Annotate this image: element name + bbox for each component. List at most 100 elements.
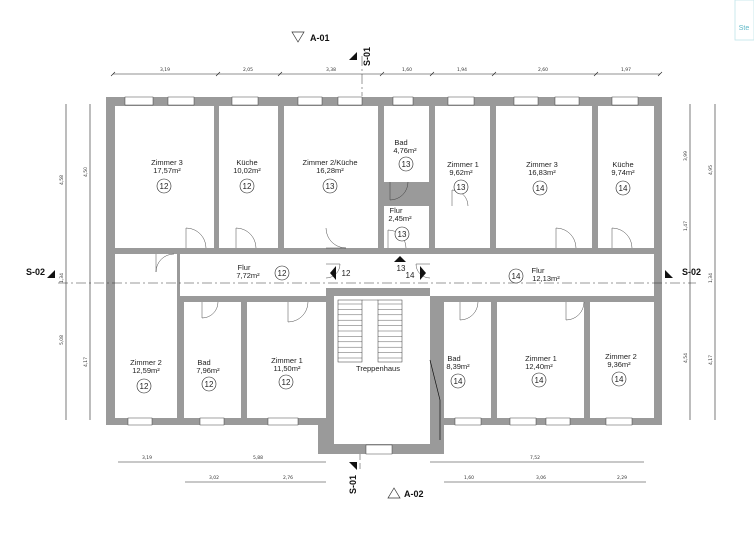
room-area: 17,57m² [153, 166, 181, 175]
dimension-bottom-outer: 3,19 [142, 455, 152, 461]
dimension-right-inner: 4,54 [683, 353, 689, 363]
unit-number: 14 [615, 375, 624, 384]
unit-circle-icon [398, 156, 414, 172]
dimension-left-outer: 1,34 [59, 273, 65, 283]
unit-number: 12 [282, 378, 291, 387]
room-area: 7,72m² [236, 271, 260, 280]
unit-circle-icon [274, 265, 290, 281]
dimension-top: 1,94 [457, 67, 467, 73]
unit-number: 13 [398, 230, 407, 239]
unit-circle-icon [239, 178, 255, 194]
dimension-top: 2,60 [538, 67, 548, 73]
dimension-left-outer: 5,08 [59, 335, 65, 345]
stair [337, 299, 441, 440]
unit-circle-icon [136, 378, 152, 394]
room-name: Zimmer 1 [447, 160, 479, 169]
dimension-right-inner: 1,47 [683, 221, 689, 231]
dimension-bottom-inner: 2,29 [617, 475, 627, 481]
cut-marker-right: S-02 [682, 267, 701, 277]
dimension-tick [491, 71, 497, 77]
top-view-triangle-icon [291, 31, 305, 43]
dimension-top: 3,19 [160, 67, 170, 73]
bottom-cut-arrow [349, 462, 357, 470]
unit-number: 13 [402, 160, 411, 169]
room-name: Bad [197, 358, 210, 367]
room-name: Zimmer 3 [151, 158, 183, 167]
unit-number: 14 [512, 272, 521, 281]
room-name: Bad [447, 354, 460, 363]
view-marker-top: A-01 [310, 33, 330, 43]
dimension-tick [110, 71, 116, 77]
stair-door-left-number: 12 [342, 269, 351, 278]
stair-door-top-number: 13 [397, 264, 406, 273]
left-cut-arrow [47, 270, 55, 278]
unit-number: 14 [536, 184, 545, 193]
room-name: Zimmer 1 [525, 354, 557, 363]
unit-circle-icon [394, 226, 410, 242]
dimension-tick [215, 71, 221, 77]
dimension-top: 3,38 [326, 67, 336, 73]
unit-circle-icon [508, 268, 524, 284]
dimension-right-outer: 4,95 [708, 165, 714, 175]
unit-number: 12 [205, 380, 214, 389]
unit-number: 14 [454, 377, 463, 386]
view-marker-bottom: A-02 [404, 489, 424, 499]
unit-number: 12 [243, 182, 252, 191]
room-name: Küche [236, 158, 257, 167]
room-name: Zimmer 1 [271, 356, 303, 365]
door-swings [155, 181, 633, 323]
stair-treads [338, 303, 402, 359]
dimension-bottom-inner: 3,02 [209, 475, 219, 481]
dimension-top: 1,97 [621, 67, 631, 73]
room-name: Zimmer 3 [526, 160, 558, 169]
room-name: Zimmer 2 [605, 352, 637, 361]
unit-number: 14 [535, 376, 544, 385]
room-area: 4,76m² [393, 146, 417, 155]
section-lines [47, 31, 696, 499]
dimension-bottom-inner: 1,60 [464, 475, 474, 481]
dimension-right-inner: 3,99 [683, 151, 689, 161]
stair-arrow-up-icon [394, 256, 406, 262]
room-name: Zimmer 2/Küche [302, 158, 357, 167]
dimension-tick [379, 71, 385, 77]
room-name: Flur [238, 263, 251, 272]
room-name: Flur [532, 266, 545, 275]
unit-circle-icon [453, 179, 469, 195]
dimension-bottom-inner: 2,76 [283, 475, 293, 481]
dimension-tick [429, 71, 435, 77]
dimension-bottom-outer: 7,52 [530, 455, 540, 461]
unit-circle-icon [322, 178, 338, 194]
room-area: 9,74m² [611, 168, 635, 177]
dimension-right-outer: 1,34 [708, 273, 714, 283]
cut-marker-bottom: S-01 [348, 475, 358, 494]
unit-circle-icon [156, 178, 172, 194]
room-area: 9,62m² [449, 168, 473, 177]
dimension-top: 2,05 [243, 67, 253, 73]
stair-door-right-number: 14 [406, 271, 415, 280]
room-area: 9,36m² [607, 360, 631, 369]
unit-number: 14 [619, 184, 628, 193]
unit-circle-icon [611, 371, 627, 387]
room-name: Zimmer 2 [130, 358, 162, 367]
room-area: 2,45m² [388, 214, 412, 223]
unit-number: 12 [278, 269, 287, 278]
cut-marker-top: S-01 [362, 47, 372, 66]
room-area: 11,50m² [274, 364, 301, 373]
unit-number: 12 [140, 382, 149, 391]
dimension-bottom-outer: 5,88 [253, 455, 263, 461]
unit-circle-icon [450, 373, 466, 389]
unit-circle-icon [278, 374, 294, 390]
dimension-left-inner: 4,17 [83, 357, 89, 367]
logo: Ste [734, 0, 754, 41]
stair-arrow-left-icon [330, 266, 336, 280]
room-area: 12,13m² [532, 274, 560, 283]
unit-number: 13 [326, 182, 335, 191]
dimension-tick [657, 71, 663, 77]
cut-marker-left: S-02 [26, 267, 45, 277]
dimension-tick [277, 71, 283, 77]
stair-arrow-right-icon [420, 266, 426, 280]
unit-circle-icon [615, 180, 631, 196]
room-name: Flur [390, 206, 403, 215]
room-area: 16,28m² [316, 166, 344, 175]
